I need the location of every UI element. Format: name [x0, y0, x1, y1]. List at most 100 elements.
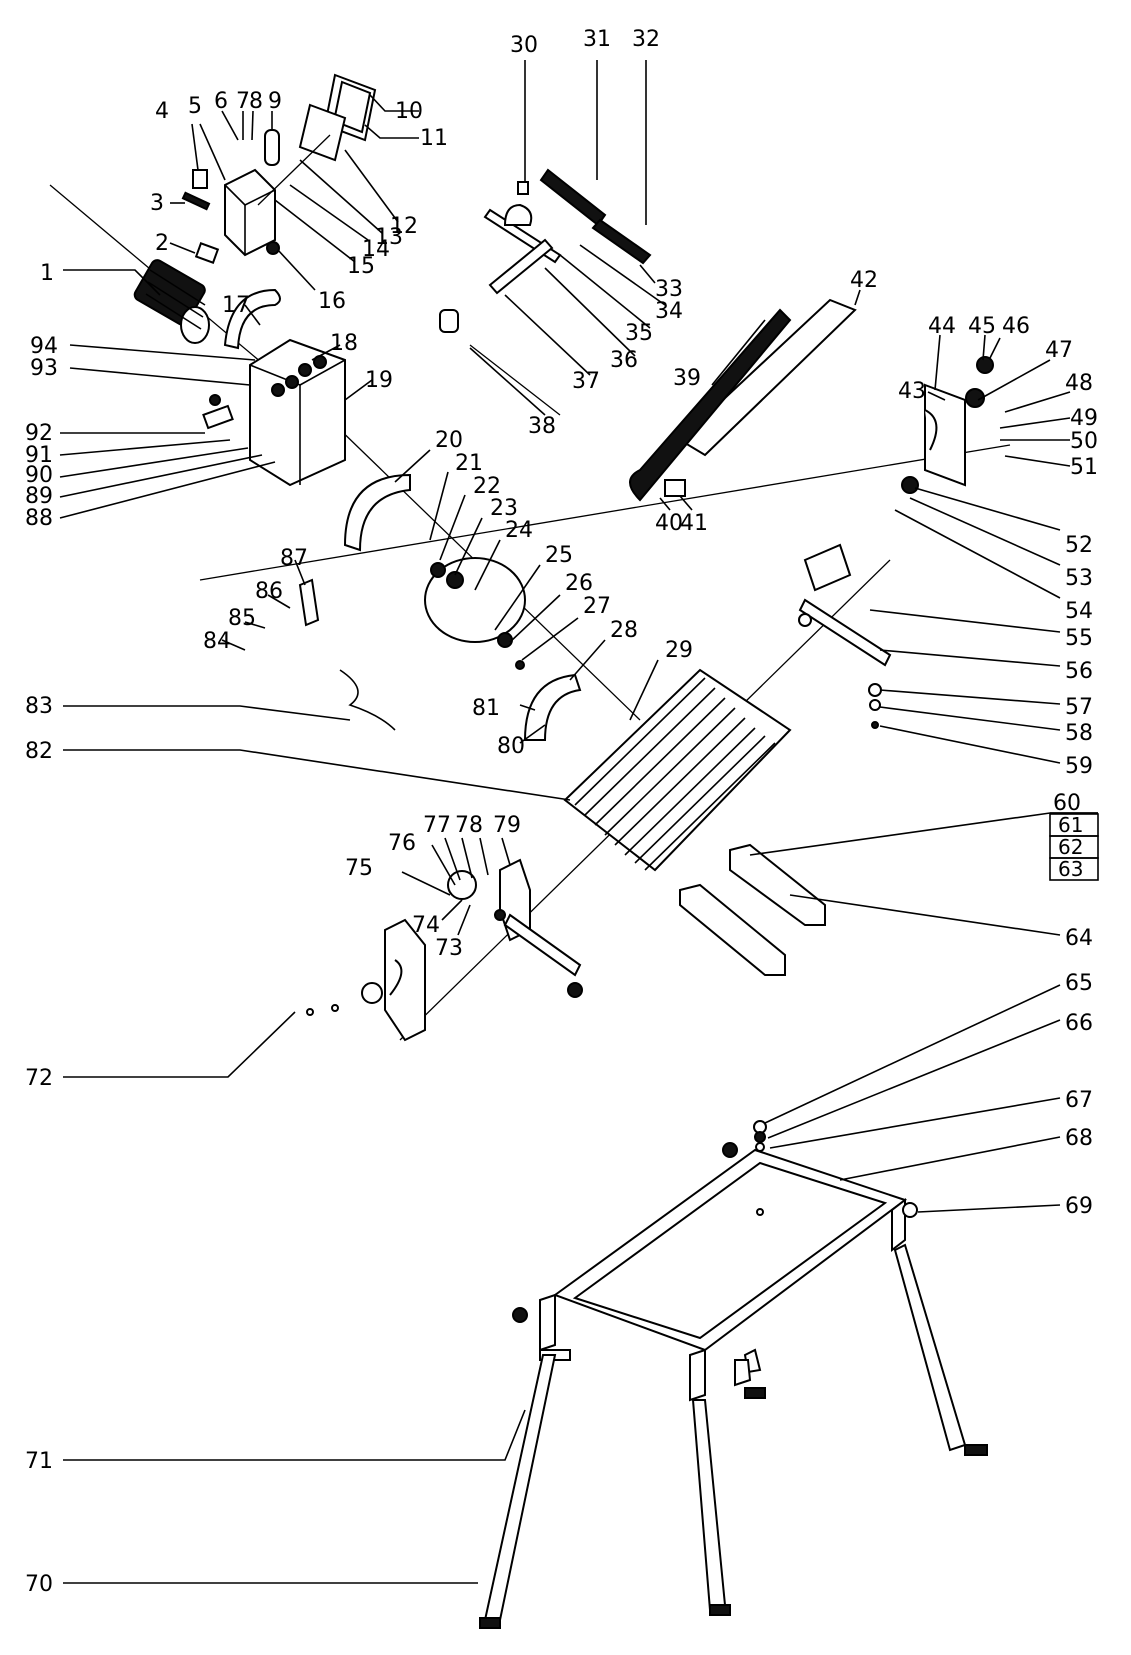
part-label: 86 [255, 579, 283, 604]
part-label: 17 [222, 293, 250, 318]
part-label: 8 [249, 89, 263, 114]
part-label: 90 [25, 463, 53, 488]
part-label: 69 [1065, 1194, 1093, 1219]
part-label: 64 [1065, 926, 1093, 951]
part-label: 39 [673, 366, 701, 391]
part-label: 3 [150, 191, 164, 216]
part-label: 1 [40, 261, 54, 286]
part-label: 9 [268, 89, 282, 114]
part-label: 4 [155, 99, 169, 124]
part-label: 53 [1065, 566, 1093, 591]
part-label: 49 [1070, 406, 1098, 431]
clamp-rails [439, 168, 652, 333]
part-label: 43 [898, 379, 926, 404]
part-label: 73 [435, 936, 463, 961]
gear-housing [202, 288, 346, 487]
part-label: 23 [490, 496, 518, 521]
motor [133, 259, 210, 344]
part-label: 42 [850, 268, 878, 293]
part-label: 54 [1065, 599, 1093, 624]
part-label: 27 [583, 594, 611, 619]
part-label: 82 [25, 739, 53, 764]
sliding-rail [629, 298, 857, 502]
switch-box [181, 129, 280, 264]
part-label: 79 [493, 813, 521, 838]
part-label: 24 [505, 518, 533, 543]
right-end-frame [798, 356, 994, 729]
leader-lines [59, 60, 1098, 1584]
part-label: 76 [388, 831, 416, 856]
part-label: 26 [565, 571, 593, 596]
part-label: 13 [375, 225, 403, 250]
side-supports [679, 843, 826, 976]
power-cable [339, 669, 396, 731]
part-label: 12 [390, 214, 418, 239]
part-label: 33 [655, 277, 683, 302]
part-label: 70 [25, 1572, 53, 1597]
part-label: 93 [30, 356, 58, 381]
part-label: 94 [30, 334, 58, 359]
part-label: 63 [1058, 857, 1083, 881]
part-label: 87 [280, 546, 308, 571]
part-label: 51 [1070, 455, 1098, 480]
part-label: 14 [362, 237, 390, 262]
part-label: 25 [545, 543, 573, 568]
part-label: 47 [1045, 338, 1073, 363]
part-label: 10 [395, 99, 423, 124]
part-label: 56 [1065, 659, 1093, 684]
cover-plates [257, 73, 377, 206]
part-label: 92 [25, 421, 53, 446]
part-label: 74 [412, 913, 440, 938]
stand [479, 1120, 988, 1629]
part-label: 83 [25, 694, 53, 719]
part-label: 77 [423, 813, 451, 838]
part-label: 78 [455, 813, 483, 838]
boxed-labels [1049, 812, 1099, 881]
part-label: 66 [1065, 1011, 1093, 1036]
part-label: 16 [318, 289, 346, 314]
part-label: 61 [1058, 813, 1083, 837]
parts-drawing [49, 73, 1011, 1629]
part-label: 31 [583, 27, 611, 52]
part-label: 20 [435, 428, 463, 453]
part-label: 59 [1065, 754, 1093, 779]
part-label: 65 [1065, 971, 1093, 996]
part-label: 75 [345, 856, 373, 881]
part-label: 36 [610, 348, 638, 373]
part-label: 29 [665, 638, 693, 663]
part-label: 6 [214, 89, 228, 114]
part-label: 44 [928, 314, 956, 339]
part-label: 5 [188, 94, 202, 119]
part-label: 58 [1065, 721, 1093, 746]
part-label: 88 [25, 506, 53, 531]
part-label: 37 [572, 369, 600, 394]
part-label: 28 [610, 618, 638, 643]
part-label: 22 [473, 474, 501, 499]
part-label: 18 [330, 331, 358, 356]
part-label: 71 [25, 1449, 53, 1474]
part-label: 15 [347, 254, 375, 279]
part-label: 40 [655, 511, 683, 536]
part-label: 85 [228, 606, 256, 631]
left-end-frame [306, 858, 583, 1042]
part-label: 19 [365, 368, 393, 393]
part-label: 38 [528, 414, 556, 439]
part-label: 84 [203, 629, 231, 654]
part-label: 32 [632, 27, 660, 52]
part-label: 7 [236, 89, 250, 114]
part-labels: 1 2 3 4 5 6 7 8 9 10 11 12 13 14 15 16 1… [25, 27, 1098, 1597]
part-label: 60 [1053, 791, 1081, 816]
part-label: 45 [968, 314, 996, 339]
part-label: 81 [472, 696, 500, 721]
part-label: 41 [680, 511, 708, 536]
part-label: 34 [655, 299, 683, 324]
roller-table [563, 668, 792, 872]
part-label: 46 [1002, 314, 1030, 339]
part-label: 21 [455, 451, 483, 476]
part-label: 67 [1065, 1088, 1093, 1113]
part-label: 68 [1065, 1126, 1093, 1151]
part-label: 91 [25, 443, 53, 468]
part-label: 50 [1070, 429, 1098, 454]
part-label: 72 [25, 1066, 53, 1091]
